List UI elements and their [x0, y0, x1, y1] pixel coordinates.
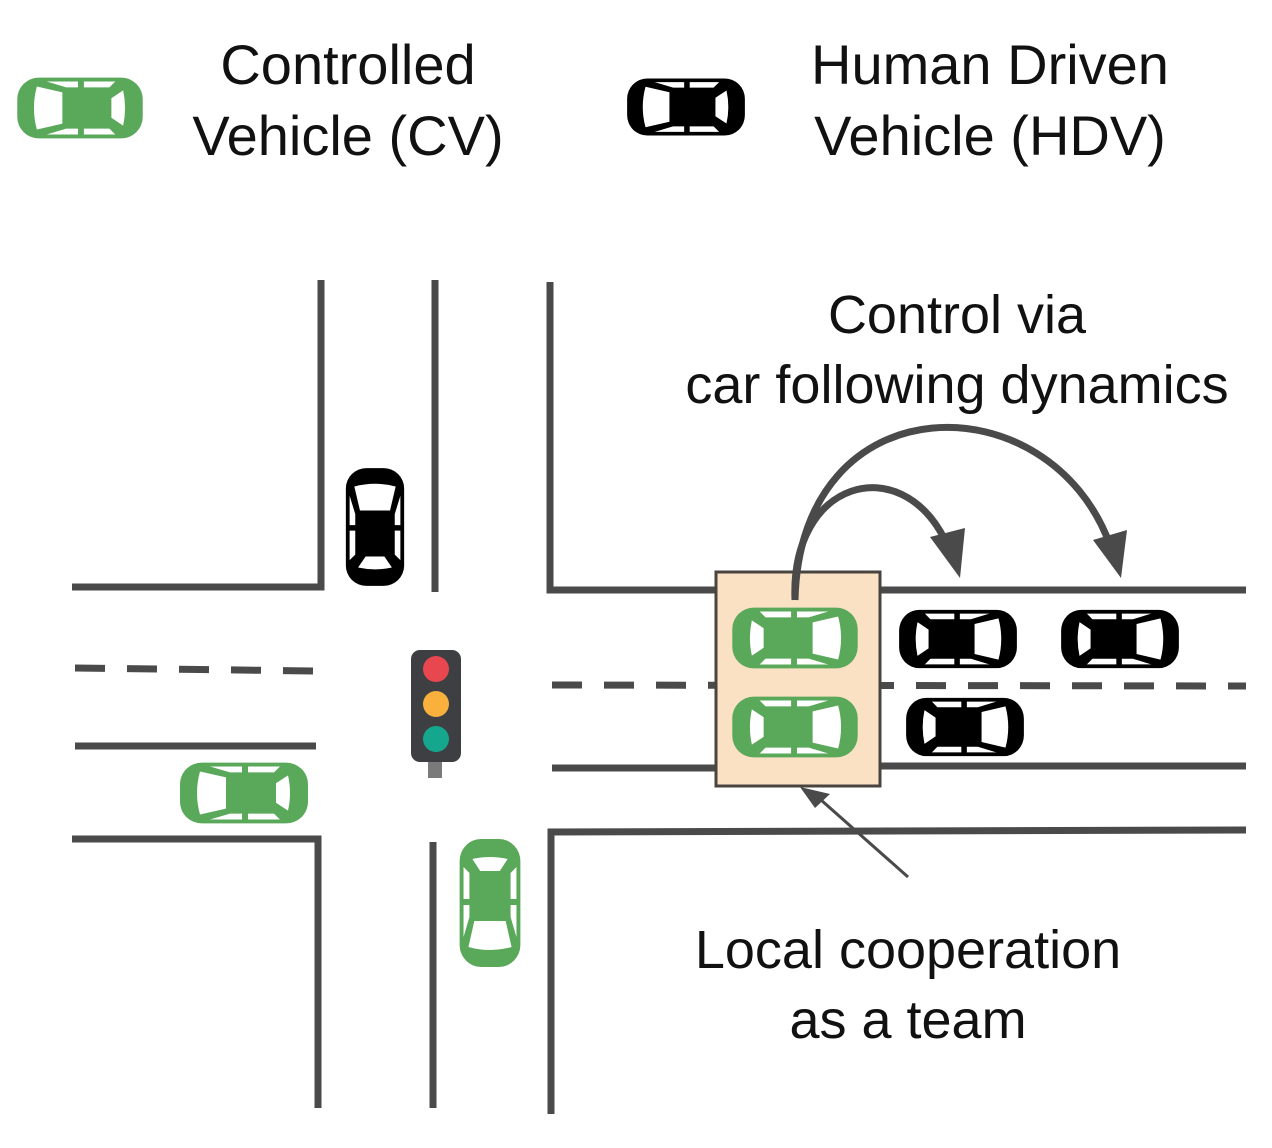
legend-cv-line1: Controlled — [220, 33, 475, 96]
hdv-north-southbound — [345, 468, 405, 586]
cv-team-vehicle-1 — [732, 607, 858, 669]
controlled-vehicle-icon — [17, 77, 143, 139]
lane-divider-west — [74, 664, 319, 675]
road-lines — [72, 280, 1247, 1114]
legend-cv: Controlled Vehicle (CV) — [17, 33, 504, 167]
legend-hdv-line1: Human Driven — [811, 33, 1169, 96]
control-arrow-far — [791, 423, 1114, 601]
arrowheads — [930, 528, 1127, 578]
control-arrows — [791, 423, 1114, 601]
hdv-east-follower-2 — [1061, 609, 1179, 669]
legend-hdv-line2: Vehicle (HDV) — [814, 104, 1166, 167]
team-pointer-arrow — [800, 787, 909, 879]
human-driven-vehicle-icon — [627, 78, 745, 136]
team-annotation-line2: as a team — [789, 990, 1026, 1050]
legend-hdv: Human Driven Vehicle (HDV) — [627, 33, 1169, 167]
control-annotation-line2: car following dynamics — [685, 355, 1228, 415]
hdv-east-follower-1 — [899, 609, 1017, 669]
hdv-east-lower-lane — [906, 697, 1024, 757]
road-edge-ne — [546, 282, 716, 594]
lane-dashes — [74, 664, 1247, 690]
lane-divider-east — [551, 681, 1247, 690]
road-edge-se — [547, 826, 1247, 1114]
road-edge-sw — [72, 835, 322, 1108]
traffic-light-icon — [411, 650, 461, 778]
legend-cv-line2: Vehicle (CV) — [192, 104, 503, 167]
cv-team-vehicle-2 — [732, 696, 858, 758]
control-annotation-line1: Control via — [828, 285, 1087, 345]
arrowhead-far-icon — [1093, 530, 1127, 578]
cv-west-eastbound — [180, 762, 308, 824]
pointer-arrowhead-icon — [800, 787, 830, 808]
cv-south-northbound — [459, 839, 521, 967]
arrowhead-near-icon — [930, 528, 965, 578]
road-edge-nw — [72, 280, 325, 591]
team-annotation-line1: Local cooperation — [695, 920, 1121, 980]
